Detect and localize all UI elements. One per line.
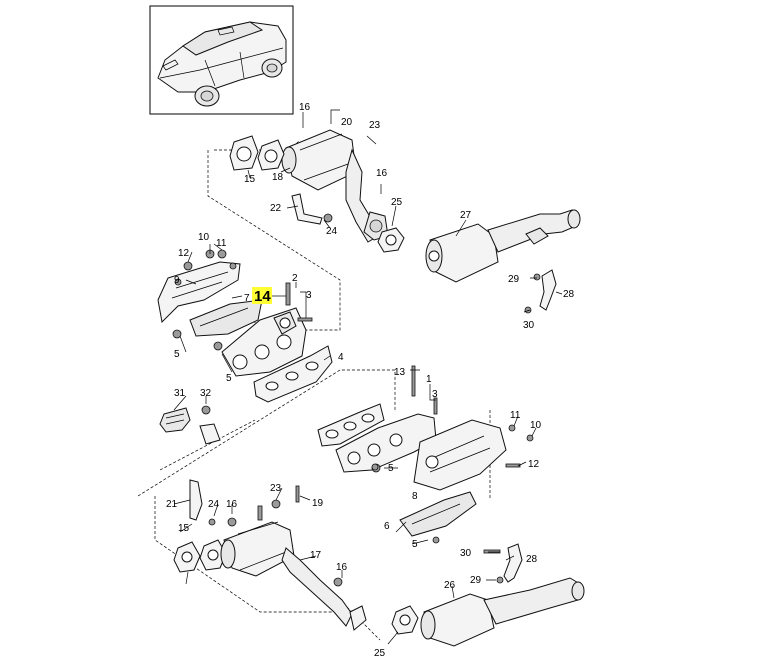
oxygen-sensor-highlight [285,282,313,322]
callout-5d: 5 [412,539,418,550]
callout-27: 27 [460,210,472,221]
callout-10b: 10 [530,420,542,431]
callout-10: 10 [198,232,210,243]
callout-32: 32 [200,388,212,399]
gasket-25-upper [377,227,405,253]
catalytic-converter-lower [220,485,353,627]
callout-15: 15 [244,174,256,185]
callout-2: 2 [292,273,298,284]
callout-16: 16 [299,102,311,113]
callout-8: 8 [412,491,418,502]
callout-24: 24 [326,226,338,237]
callout-4: 4 [338,352,344,363]
callout-11: 11 [216,238,227,249]
rear-catalytic-converter-27 [425,209,581,283]
highlighted-callout-14[interactable]: 14 [252,287,286,305]
callout-5: 5 [174,349,180,360]
callout-16b: 16 [376,168,388,179]
callout-13: 13 [394,367,406,378]
callout-25b: 25 [374,648,386,659]
hanger-28-upper [524,269,557,314]
catalytic-converter-upper [281,129,389,243]
callout-29b: 29 [470,575,482,586]
manifold-gasket-4-upper [253,345,333,403]
callout-labels: 16 20 23 15 18 16 22 25 27 24 29 28 30 1… [166,102,575,659]
gasket-25-lower [349,605,419,635]
callout-19: 19 [312,498,324,509]
heat-shield-6 [399,491,477,544]
callout-25: 25 [391,197,403,208]
clamp-31 [159,407,191,433]
callout-23: 23 [369,120,381,131]
callout-30b: 30 [460,548,472,559]
hanger-28-lower [483,543,523,584]
callout-22: 22 [270,203,282,214]
callout-21: 21 [166,499,178,510]
callout-20: 20 [341,117,353,128]
callout-31: 31 [174,388,186,399]
callout-24b: 24 [208,499,220,510]
heat-shield-9 [157,261,241,324]
callout-9: 9 [174,275,180,286]
callout-18: 18 [272,172,284,183]
clip-32 [199,405,221,445]
callout-12: 12 [178,248,190,259]
callout-3: 3 [306,290,312,301]
bolts-lower-right [371,424,534,471]
callout-15b: 15 [178,523,190,534]
callout-6: 6 [384,521,390,532]
callout-7: 7 [244,293,250,304]
flange-gasket-15-upper [229,135,285,171]
rear-catalytic-converter-26 [420,577,585,647]
callout-28: 28 [563,289,575,300]
vehicle-thumbnail [149,5,294,115]
heat-shield-lower [413,419,507,491]
callout-5b: 5 [226,373,232,384]
callout-16d: 16 [336,562,348,573]
callout-1: 1 [426,374,432,385]
callout-14: 14 [254,288,271,305]
highlight-box [252,287,272,304]
callout-23b: 23 [270,483,282,494]
callout-28b: 28 [526,554,538,565]
leader-lines [173,109,563,645]
flange-gasket-15-lower [173,539,227,573]
manifold-gasket-4-lower [317,403,385,447]
callout-30: 30 [523,320,535,331]
callout-12b: 12 [528,459,540,470]
bracket-21 [189,479,237,527]
callout-5c: 5 [388,463,394,474]
callout-29: 29 [508,274,520,285]
heat-shield-7 [189,299,263,337]
callout-3b: 3 [432,389,438,400]
exhaust-manifold-upper [221,307,307,377]
bracket-22 [291,193,333,225]
callout-26: 26 [444,580,456,591]
callout-11b: 11 [510,410,521,421]
callout-16c: 16 [226,499,238,510]
callout-17: 17 [310,550,322,561]
